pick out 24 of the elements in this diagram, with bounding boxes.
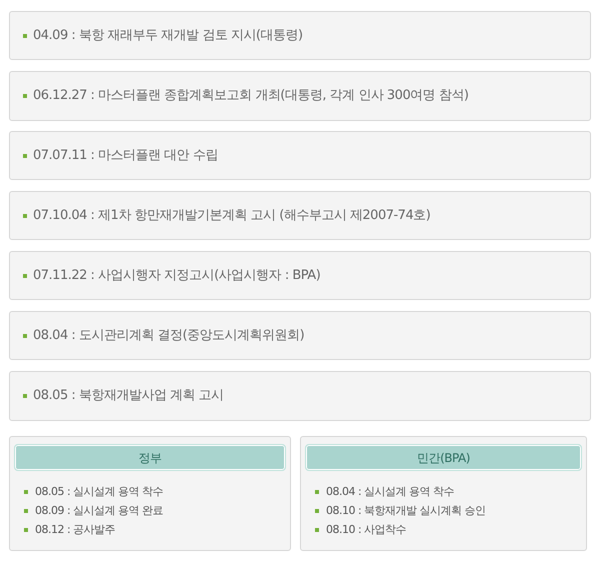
list-item: 08.12 : 공사발주 (35, 523, 116, 537)
list-item: 08.05 : 실시설계 용역 착수 (35, 485, 164, 499)
timeline-row (9, 371, 591, 421)
timeline-row (9, 11, 591, 60)
info-panel (300, 436, 587, 551)
timeline-entry: 07.11.22 : 사업시행자 지정고시(사업시행자 : BPA) (33, 268, 320, 284)
section-header: 민간(BPA) (305, 444, 582, 471)
list-item: 08.09 : 실시설계 용역 완료 (35, 504, 164, 518)
timeline-entry: 08.04 : 도시관리계획 결정(중앙도시계획위원회) (33, 328, 304, 344)
section-header: 정부 (14, 444, 286, 471)
timeline-entry: 07.07.11 : 마스터플랜 대안 수립 (33, 148, 218, 164)
timeline-row (9, 131, 591, 180)
timeline-row (9, 311, 591, 360)
list-item: 08.10 : 북항재개발 실시계획 승인 (326, 504, 486, 518)
timeline-entry: 08.05 : 북항재개발사업 계획 고시 (33, 388, 224, 404)
list-item: 08.10 : 사업착수 (326, 523, 406, 537)
info-panel (9, 436, 291, 551)
timeline-entry: 04.09 : 북항 재래부두 재개발 검토 지시(대통령) (33, 28, 303, 44)
timeline-entry: 06.12.27 : 마스터플랜 종합계획보고회 개최(대통령, 각계 인사 300여명 참석) (33, 88, 468, 104)
timeline-row (9, 251, 591, 300)
list-item: 08.04 : 실시설계 용역 착수 (326, 485, 454, 499)
timeline-entry: 07.10.04 : 제1차 항만재개발기본계획 고시 (해수부고시 제2007-74호) (33, 208, 430, 224)
timeline-row (9, 71, 591, 121)
timeline-row (9, 191, 591, 240)
